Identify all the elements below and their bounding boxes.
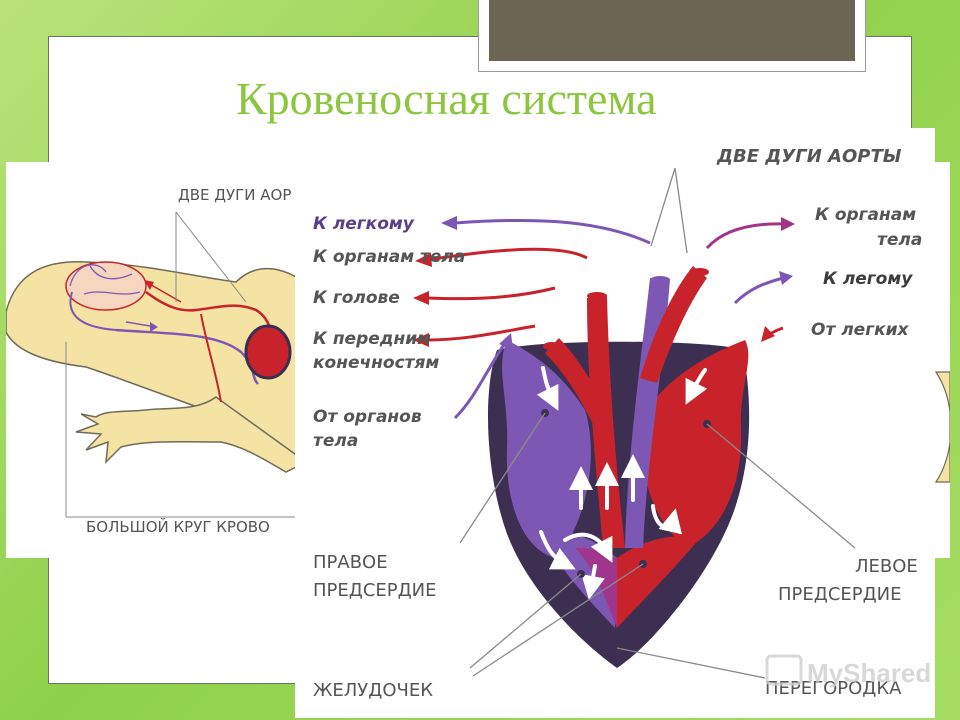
- lizard-circulation-label: БОЛЬШОЙ КРУГ КРОВО: [86, 517, 270, 536]
- label-left-atrium-cont: ПРЕДСЕРДИЕ: [778, 584, 902, 605]
- label-to-head: К голове: [313, 288, 400, 308]
- lizard-lung: [66, 262, 146, 310]
- heart-diagram: ДВЕ ДУГИ АОРТЫ К легкому К органам тела …: [295, 128, 935, 718]
- label-ventricle: ЖЕЛУДОЧЕК: [313, 680, 433, 701]
- watermark-text: MyShared: [807, 658, 931, 688]
- lizard-aorta-label: ДВЕ ДУГИ АОР: [178, 186, 291, 204]
- label-right-atrium: ПРАВОЕ: [313, 552, 388, 573]
- label-right-to-lung: К легому: [823, 269, 913, 289]
- lizard-heart: [246, 326, 290, 378]
- label-right-to-organs: К органам: [815, 205, 916, 225]
- slide-title: Кровеносная система: [236, 72, 657, 125]
- label-two-aortic-arches: ДВЕ ДУГИ АОРТЫ: [716, 146, 902, 167]
- label-from-body-organs: От органов: [313, 407, 422, 427]
- label-to-forelimbs: К передним: [313, 329, 431, 349]
- title-decoration-bar: [489, 0, 855, 61]
- label-forelimbs-cont: конечностям: [313, 353, 439, 373]
- label-to-lung: К легкому: [313, 214, 415, 234]
- label-from-body-organs-cont: тела: [313, 431, 358, 451]
- watermark: MyShared: [767, 656, 931, 688]
- label-left-atrium: ЛЕВОЕ: [855, 556, 918, 577]
- lizard-tail: [936, 372, 950, 482]
- label-to-body-organs: К органам тела: [313, 247, 465, 267]
- label-right-atrium-cont: ПРЕДСЕРДИЕ: [313, 580, 437, 601]
- label-right-to-organs-cont: тела: [877, 230, 922, 250]
- title-decoration: [478, 0, 866, 72]
- label-from-lungs: От легких: [811, 320, 910, 340]
